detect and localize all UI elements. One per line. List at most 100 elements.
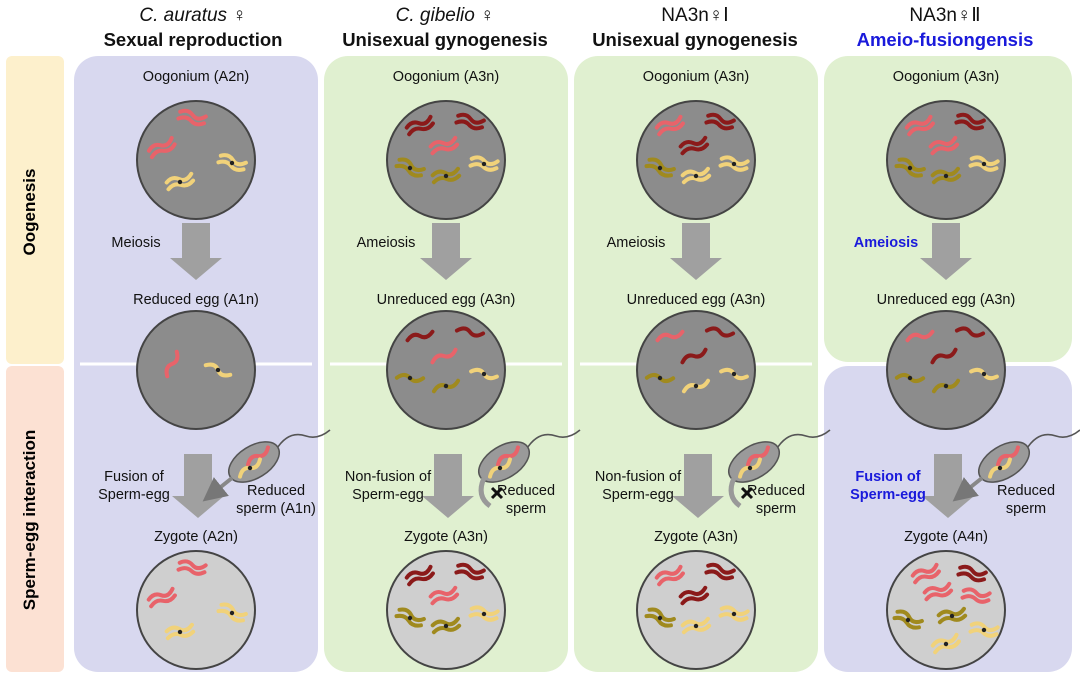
egg-cell (636, 310, 756, 430)
interaction-arrow (922, 454, 974, 518)
zygote-cell (386, 550, 506, 670)
oogenesis-row-band (6, 56, 64, 364)
sperm (228, 429, 331, 483)
chromosome (644, 607, 676, 628)
chromosome (146, 586, 177, 609)
interaction-arrow (422, 454, 474, 518)
species-name: NA3n♀Ⅱ (909, 5, 981, 26)
row-label-interaction: Sperm-egg interaction (20, 430, 39, 610)
chromosome (704, 112, 736, 131)
chromosome (704, 326, 736, 338)
non-fusion-arrow (478, 476, 492, 509)
sperm-label: sperm (506, 501, 546, 517)
chromosome (430, 616, 462, 635)
chromosome (404, 564, 435, 587)
chromosome (468, 155, 500, 172)
chromosome (892, 609, 924, 630)
chromosome (718, 155, 750, 172)
chromosome (216, 602, 248, 623)
chromosome (968, 155, 1000, 172)
chromosome (954, 112, 986, 131)
oogonium-cell (886, 100, 1006, 220)
chromosome (704, 562, 736, 581)
column-header-2: C. gibelio ♀ Unisexual gynogenesis (320, 4, 570, 52)
column-header-1: C. auratus ♀ Sexual reproduction (68, 4, 318, 52)
chromosome (164, 171, 196, 192)
chromosome (454, 326, 486, 338)
chromosome (930, 632, 961, 655)
egg-label: Reduced egg (A1n) (133, 292, 259, 308)
fusion-label: Sperm-egg (850, 487, 926, 503)
division-arrow (420, 223, 472, 280)
reproduction-mode: Sexual reproduction (103, 29, 283, 50)
division-arrow (170, 223, 222, 280)
chromosome (394, 372, 426, 384)
column-header-3: NA3n♀Ⅰ Unisexual gynogenesis (570, 4, 820, 52)
chromosome (454, 112, 486, 131)
row-label-oogenesis: Oogenesis (20, 169, 39, 256)
species-sex: ♀ (480, 5, 495, 26)
chromosome (216, 153, 248, 172)
chromosome (644, 157, 676, 178)
chromosome (164, 349, 180, 379)
oogonium-cell (136, 100, 256, 220)
division-arrow (920, 223, 972, 280)
chromosome (996, 445, 1020, 467)
chromosome (146, 135, 177, 160)
chromosome (931, 378, 961, 394)
reproduction-mode: Unisexual gynogenesis (592, 29, 798, 50)
sperm (978, 429, 1080, 483)
species-name: NA3n♀Ⅰ (661, 5, 729, 26)
chromosome (954, 326, 986, 338)
chromosome (176, 559, 208, 576)
sperm-label: sperm (1006, 501, 1046, 517)
sperm-label: Reduced (747, 483, 805, 499)
chromosome (922, 581, 954, 602)
chromosome (430, 166, 462, 185)
reproduction-mode: Ameio-fusiongensis (856, 29, 1034, 50)
chromosome (404, 114, 435, 137)
chromosome (405, 329, 435, 343)
egg-cell (886, 310, 1006, 430)
egg-label: Unreduced egg (A3n) (877, 292, 1016, 308)
zygote-cell (636, 550, 756, 670)
chromosome (428, 135, 460, 156)
fusion-arrow (952, 476, 984, 502)
sperm-label: Reduced (997, 483, 1055, 499)
block-x-icon (740, 486, 754, 500)
division-label: Ameiosis (854, 235, 918, 251)
chromosome (238, 457, 262, 479)
chromosome (164, 622, 196, 641)
fusion-label: Fusion of (855, 469, 920, 485)
interaction-arrow (672, 454, 724, 518)
sperm-label: Reduced (247, 483, 305, 499)
egg-cell (386, 310, 506, 430)
interaction-row-band (6, 366, 64, 672)
chromosome (928, 135, 960, 156)
oogonium-label: Oogonium (A3n) (643, 69, 749, 85)
chromosome (968, 621, 1000, 638)
species-name: C. auratus (139, 5, 228, 26)
chromosome (469, 367, 499, 381)
chromosome (394, 607, 426, 628)
chromosome (428, 585, 460, 606)
chromosome (394, 157, 426, 178)
chromosome (936, 606, 968, 625)
oogonium-label: Oogonium (A3n) (393, 69, 499, 85)
chromosome (246, 445, 270, 467)
zygote-cell (886, 550, 1006, 670)
chromosome (454, 562, 486, 581)
species-name: C. gibelio (395, 5, 475, 26)
sperm (728, 429, 831, 483)
sperm-label: sperm (756, 501, 796, 517)
chromosome (680, 347, 708, 365)
fusion-label: Fusion of (104, 469, 165, 485)
division-label: Ameiosis (607, 235, 666, 251)
chromosome (719, 367, 749, 381)
chromosome (678, 135, 710, 156)
egg-label: Unreduced egg (A3n) (377, 292, 516, 308)
chromosome (654, 114, 685, 137)
chromosome (904, 114, 935, 137)
oogonium-label: Oogonium (A2n) (143, 69, 249, 85)
interaction-arrow (172, 454, 224, 518)
